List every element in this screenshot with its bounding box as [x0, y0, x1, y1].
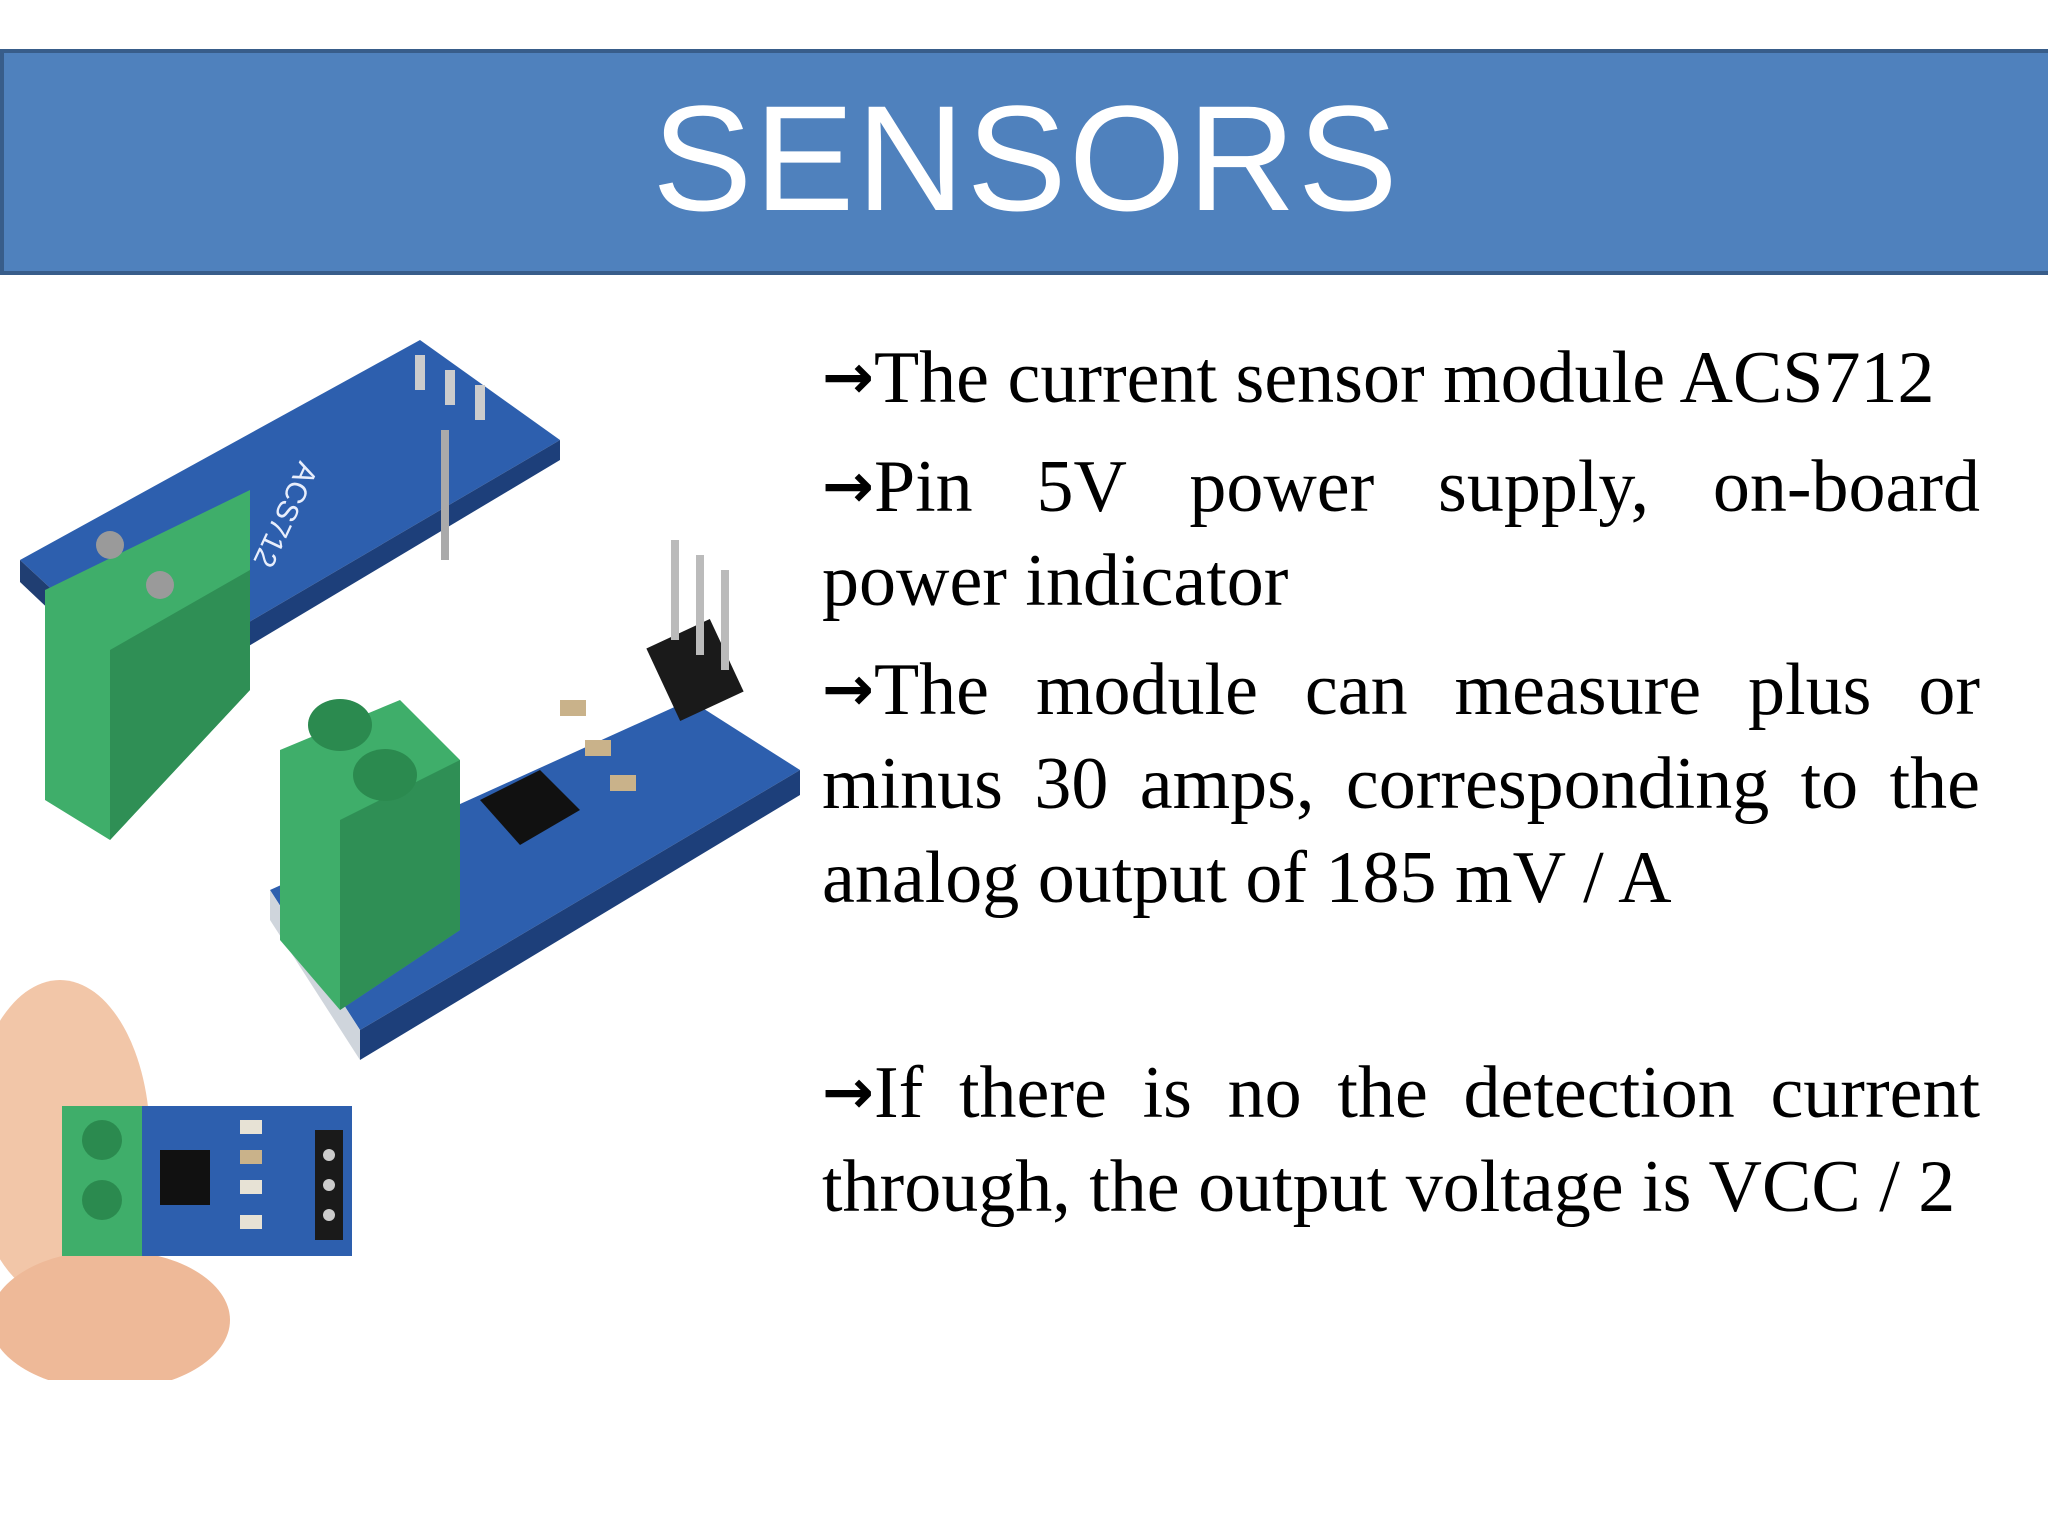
- bullet-item: →If there is no the detection current th…: [822, 1045, 1980, 1234]
- bullet-item: →Pin 5V power supply, on-board power ind…: [822, 439, 1980, 628]
- arrow-icon: →: [822, 652, 874, 725]
- middle-module-image: [270, 540, 800, 1060]
- acs712-illustration: ACS712: [0, 340, 800, 1380]
- arrow-icon: →: [822, 1055, 874, 1128]
- bullet-text: If there is no the detection current thr…: [822, 1052, 1980, 1228]
- bullet-text: Pin 5V power supply, on-board power indi…: [822, 446, 1980, 622]
- handheld-module-image: [0, 980, 352, 1380]
- slide-title: SENSORS: [652, 74, 1400, 242]
- bullet-text: The current sensor module ACS712: [873, 337, 1935, 419]
- bullet-item: →The current sensor module ACS712: [822, 330, 1980, 425]
- sensor-module-photos: ACS712: [0, 320, 815, 1380]
- upper-module-image: ACS712: [20, 340, 560, 840]
- bullet-text: The module can measure plus or minus 30 …: [822, 649, 1980, 919]
- bullet-item: →The module can measure plus or minus 30…: [822, 642, 1980, 925]
- title-bar: SENSORS: [0, 49, 2048, 275]
- arrow-icon: →: [822, 340, 874, 413]
- bullet-list: →The current sensor module ACS712 →Pin 5…: [822, 330, 1980, 1248]
- arrow-icon: →: [822, 449, 874, 522]
